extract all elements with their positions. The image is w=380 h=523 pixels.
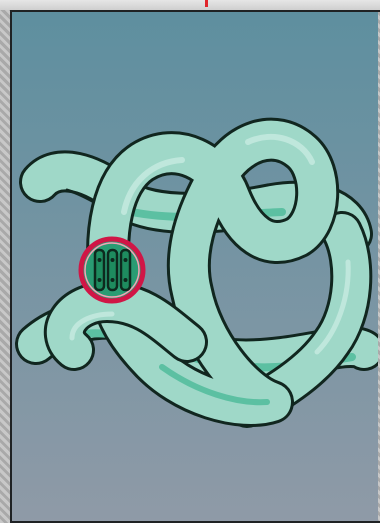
knot-canvas (12, 12, 378, 523)
top-marker-icon (205, 0, 208, 7)
top-strip (0, 0, 380, 10)
puzzle-board (10, 10, 380, 523)
lock-clasp (95, 250, 130, 290)
locked-crossing-icon[interactable] (81, 239, 143, 301)
